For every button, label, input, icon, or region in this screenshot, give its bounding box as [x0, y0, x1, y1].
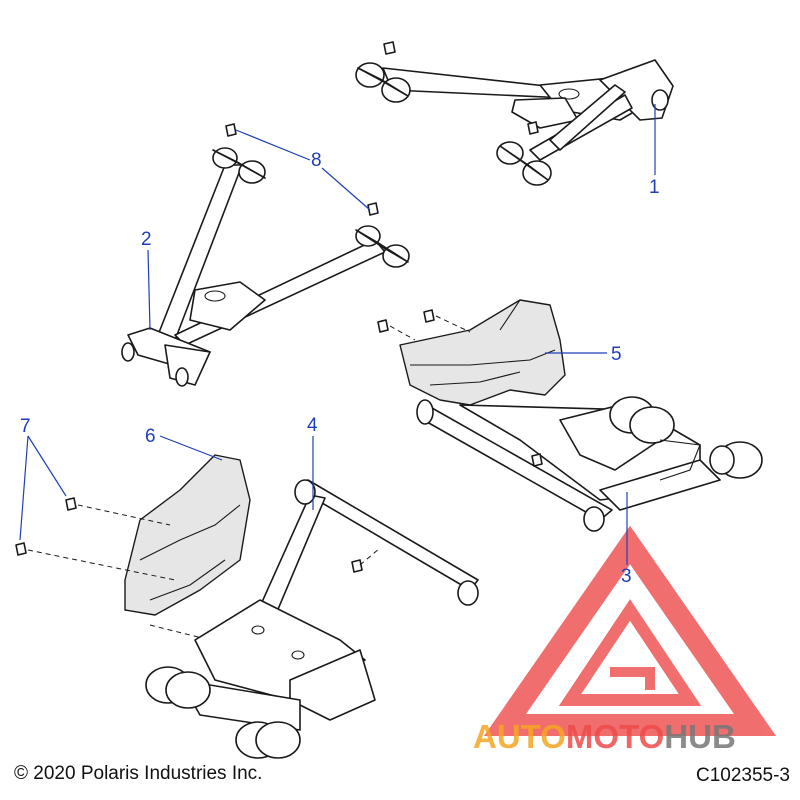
- callout-3: 3: [621, 566, 632, 587]
- part-1-upper-control-arm: [355, 41, 674, 186]
- callout-6: 6: [145, 426, 156, 447]
- watermark-logo: [483, 525, 777, 736]
- watermark-word-moto: MOTO: [566, 718, 664, 755]
- callout-5: 5: [611, 344, 622, 365]
- watermark-triangle-inner: [558, 599, 702, 706]
- part-6-guard: [15, 454, 251, 641]
- part-3-lower-control-arm: [416, 396, 763, 532]
- leader-7b: [19, 435, 29, 541]
- callout-2: 2: [141, 229, 152, 250]
- copyright-notice: © 2020 Polaris Industries Inc.: [14, 763, 263, 784]
- callout-labels: 1 2 3 4 5 6 7 8: [20, 150, 660, 587]
- leader-2: [147, 249, 151, 331]
- callout-1: 1: [649, 177, 660, 198]
- leader-6: [159, 435, 223, 461]
- watermark-g-stroke: [610, 667, 655, 690]
- leader-8b: [321, 167, 371, 211]
- leader-lines: [19, 104, 656, 565]
- callout-8: 8: [311, 150, 322, 171]
- part-5-guard: [377, 299, 566, 406]
- watermark-word-auto: AUTO: [473, 718, 566, 755]
- watermark-text: AUTOMOTOHUB: [473, 718, 736, 755]
- callout-4: 4: [307, 415, 318, 436]
- leader-8a: [235, 129, 311, 161]
- figure-code: C102355-3: [695, 765, 790, 786]
- part-4-lower-a-arm: [145, 479, 479, 759]
- watermark-triangle-outer: [483, 525, 777, 736]
- watermark-word-hub: HUB: [664, 718, 736, 755]
- part-2-upper-a-arm: [121, 123, 410, 387]
- leader-7a: [27, 435, 67, 497]
- callout-7: 7: [20, 416, 31, 437]
